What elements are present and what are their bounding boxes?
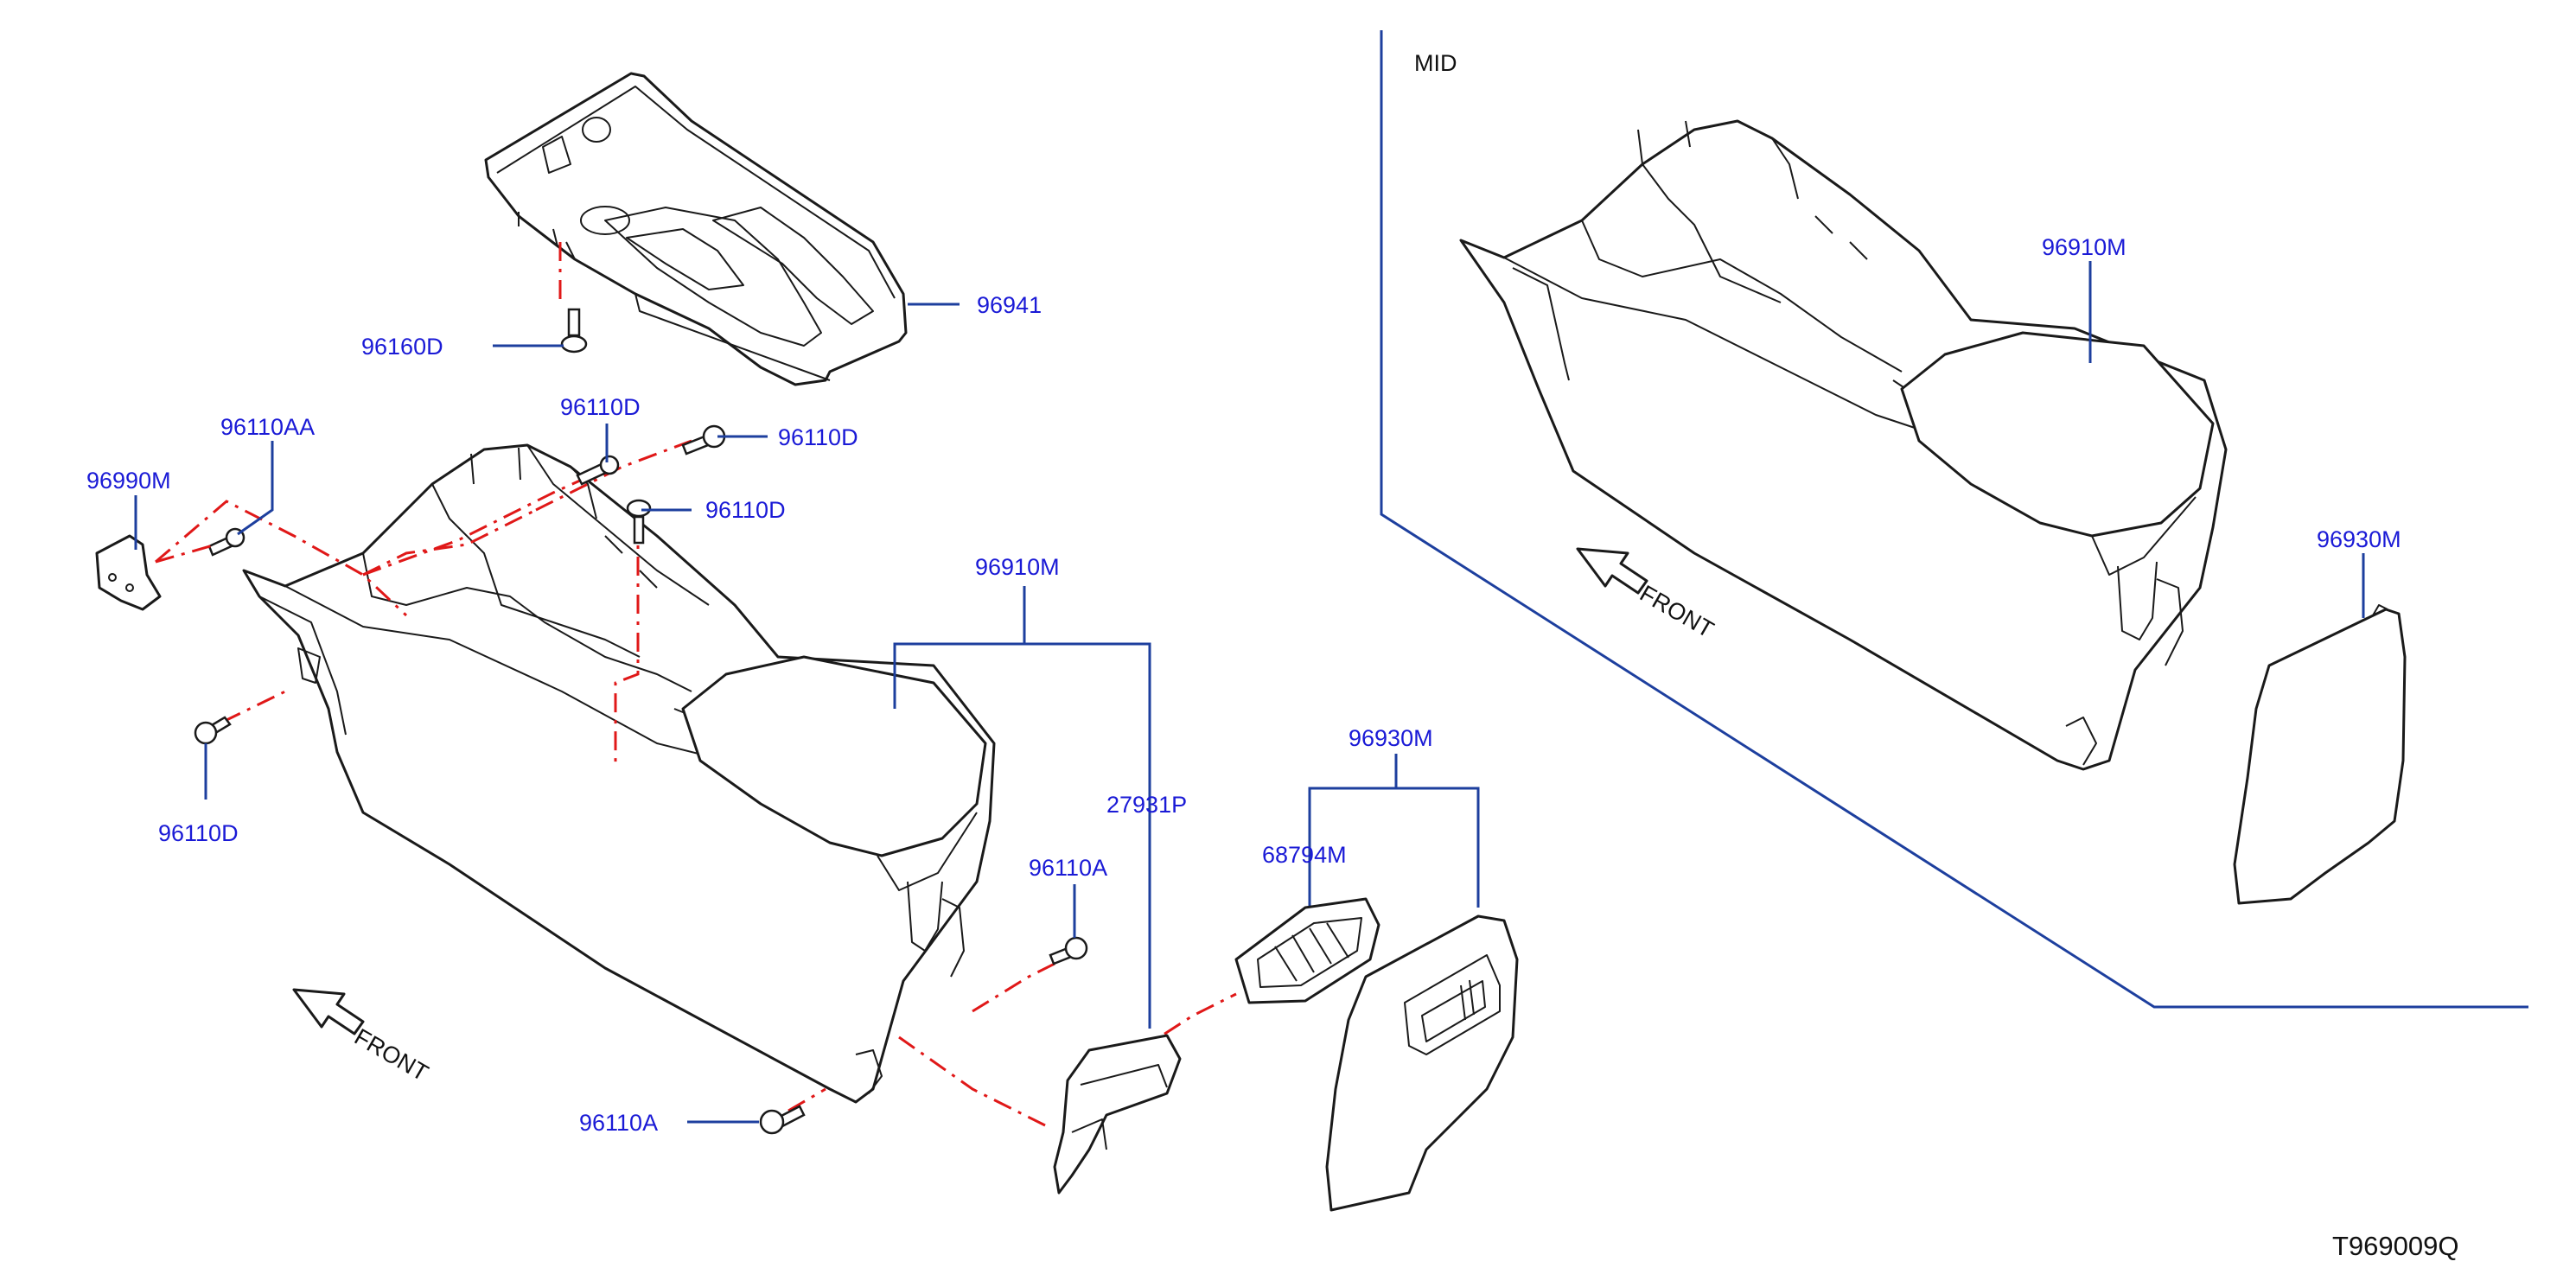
label-96930M-inset: 96930M xyxy=(2317,526,2401,552)
fastener-guides-main xyxy=(155,439,1237,1130)
front-arrow-main: FRONT xyxy=(292,988,433,1086)
label-96930M-main: 96930M xyxy=(1349,725,1433,751)
label-96110A-lower: 96110A xyxy=(579,1110,658,1136)
rear-finisher-96930M-drawing xyxy=(1325,914,1519,1212)
inset-console-drawing xyxy=(1459,119,2228,771)
screw-96110D-left-icon xyxy=(194,716,232,745)
console-body-drawing xyxy=(242,443,996,1104)
label-68794M: 68794M xyxy=(1262,842,1347,868)
screw-96110D-mid-icon xyxy=(626,499,652,545)
label-96110D-left: 96110D xyxy=(158,820,239,846)
screw-96110A-lower-icon xyxy=(759,1105,806,1135)
front-label-inset: FRONT xyxy=(1636,580,1718,642)
front-arrow-inset: FRONT xyxy=(1576,547,1718,643)
label-96910M-inset: 96910M xyxy=(2042,234,2126,260)
label-96110D-right: 96110D xyxy=(778,424,858,450)
label-27931P: 27931P xyxy=(1106,792,1187,818)
label-96110AA: 96110AA xyxy=(220,414,315,440)
label-96110D-top: 96110D xyxy=(560,394,641,420)
front-label-main: FRONT xyxy=(350,1023,433,1086)
screw-96160D-icon xyxy=(560,308,588,354)
leader-lines-inset xyxy=(2088,261,2365,618)
label-96160D: 96160D xyxy=(361,334,443,360)
label-96910M-main: 96910M xyxy=(975,554,1060,580)
leader-lines-main xyxy=(134,424,1480,1124)
label-96110A-upper: 96110A xyxy=(1029,855,1107,881)
screw-96110A-upper-icon xyxy=(1049,936,1088,965)
screw-96110D-right-icon xyxy=(681,424,726,456)
diagram-reference-code: T969009Q xyxy=(2332,1231,2459,1261)
screw-96110D-top-icon xyxy=(576,455,620,486)
bracket-96990M-drawing xyxy=(95,534,162,611)
vent-68794M-drawing xyxy=(1234,897,1380,1004)
inset-rear-finisher-drawing xyxy=(2233,604,2407,905)
console-finisher-drawing xyxy=(484,72,908,386)
label-96941: 96941 xyxy=(977,292,1042,318)
label-96110D-mid: 96110D xyxy=(705,497,786,523)
inset-title: MID xyxy=(1414,50,1457,76)
inset-frame xyxy=(1380,30,2528,1009)
duct-27931P-drawing xyxy=(1053,1034,1182,1195)
label-96990M: 96990M xyxy=(86,468,171,494)
